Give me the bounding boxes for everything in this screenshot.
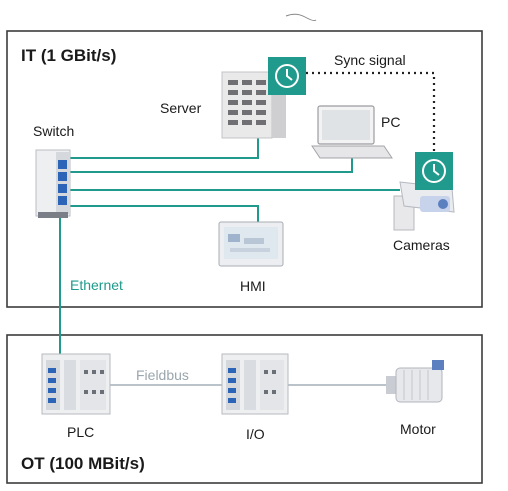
ot-zone-frame (6, 334, 483, 484)
link-switch-pc (70, 158, 353, 173)
sync-signal-line (306, 71, 436, 156)
hmi-panel (218, 221, 284, 267)
top-scribble (285, 13, 317, 22)
clock-icon (268, 57, 306, 95)
it-zone-title: IT (1 GBit/s) (21, 46, 117, 65)
hmi-label: HMI (240, 278, 266, 294)
server-label: Server (160, 100, 202, 116)
fieldbus-label: Fieldbus (136, 367, 189, 383)
switch-label: Switch (33, 123, 75, 139)
ot-zone-title: OT (100 MBit/s) (21, 454, 145, 473)
link-switch-hmi (70, 205, 259, 222)
switch-device (35, 149, 71, 218)
plc-device (41, 353, 111, 415)
ethernet-label: Ethernet (70, 277, 123, 293)
cameras-label: Cameras (393, 237, 450, 253)
io-module (221, 353, 289, 415)
pc-laptop (311, 105, 393, 159)
sync-signal-label: Sync signal (334, 52, 406, 68)
it-zone-frame (6, 30, 483, 308)
plc-label: PLC (67, 424, 95, 440)
motor-device (386, 360, 444, 403)
clock-icon (415, 152, 453, 190)
io-label: I/O (246, 426, 265, 442)
motor-label: Motor (400, 421, 436, 437)
pc-label: PC (381, 114, 401, 130)
